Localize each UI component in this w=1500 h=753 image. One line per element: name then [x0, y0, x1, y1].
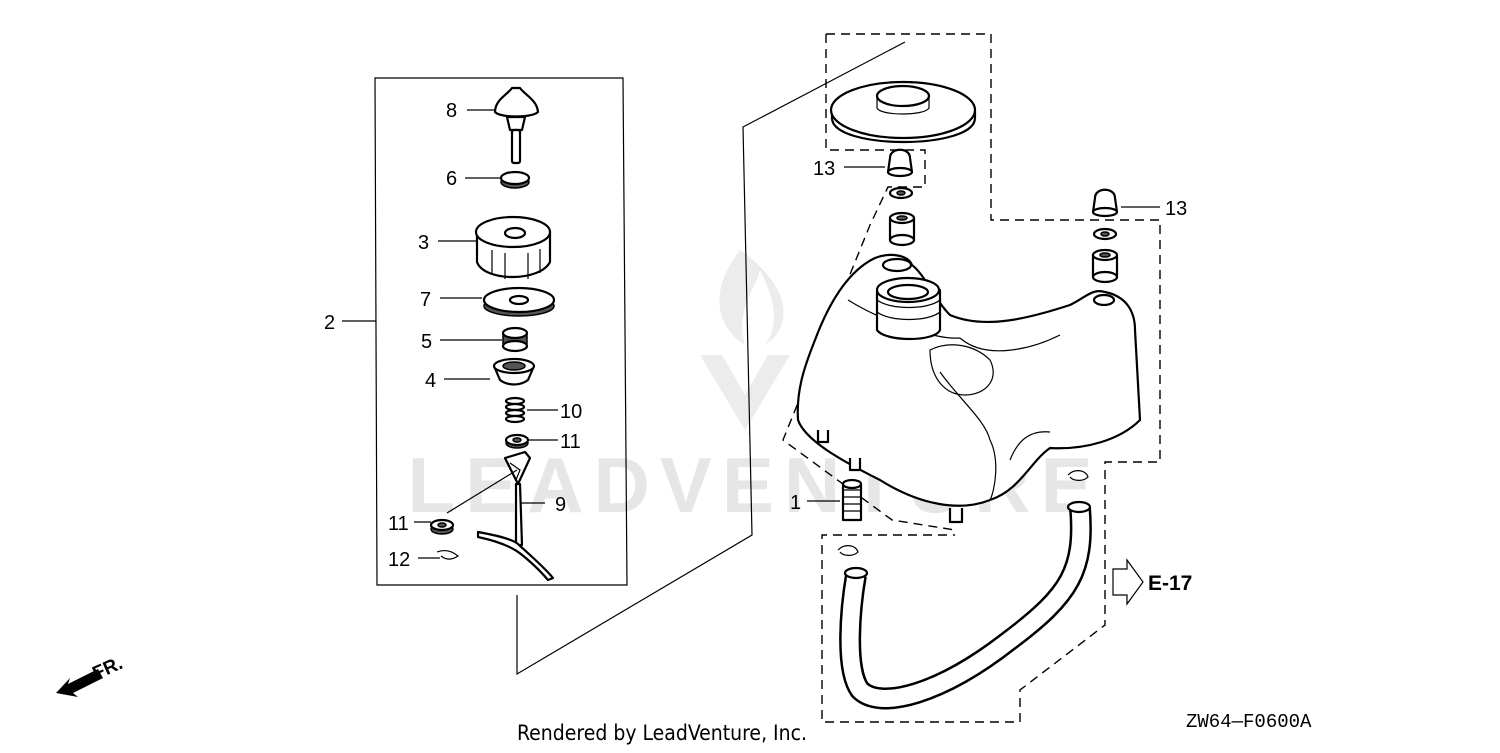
fuel-tank-part: [796, 253, 1142, 524]
washer-lower-part: [414, 518, 455, 535]
small-filter-part: [440, 326, 529, 353]
callout-labels: 8 6 3 7 2 5 4 10 11 9 11 12 13 13 1: [324, 100, 1187, 571]
assembly-bracket: [374, 77, 628, 586]
callout-3: 3: [418, 232, 429, 254]
callout-5: 5: [421, 331, 432, 353]
nut-grommet-left: [844, 148, 916, 247]
washer-upper-part: [504, 433, 558, 449]
callout-6: 6: [446, 168, 457, 190]
strainer-holder-part: [446, 450, 555, 582]
hose-clip-lower: [837, 545, 859, 556]
clip-part: [418, 550, 460, 560]
hose-clip-upper: [1067, 470, 1089, 481]
callout-11-upper: 11: [560, 431, 581, 453]
reference-arrow: E-17: [1112, 558, 1192, 606]
callout-9: 9: [555, 494, 566, 516]
callout-12: 12: [388, 549, 410, 571]
connector-line: [516, 41, 906, 676]
callout-13-right: 13: [1165, 198, 1187, 220]
callout-10: 10: [560, 401, 582, 423]
callout-13-left: 13: [813, 158, 835, 180]
spring-part: [504, 396, 558, 424]
callout-8: 8: [446, 100, 457, 122]
front-direction: FR.: [56, 653, 126, 697]
seal-cup-part: [444, 357, 536, 386]
direction-label: FR.: [89, 653, 126, 685]
callout-7: 7: [420, 289, 431, 311]
knob-part: [467, 86, 540, 165]
credit-text: Rendered by LeadVenture, Inc.: [517, 721, 807, 745]
strainer-part: [807, 478, 863, 522]
filter-disc-part: [440, 286, 556, 317]
dashed-group-right: [821, 33, 1161, 723]
reference-label: E-17: [1148, 572, 1192, 595]
washer-part: [465, 170, 531, 189]
fuel-hose-part: [839, 500, 1092, 710]
callout-1: 1: [790, 492, 801, 514]
callout-2: 2: [324, 312, 335, 334]
nut-grommet-right: [1091, 188, 1160, 284]
callout-11-lower: 11: [388, 513, 409, 535]
drawing-code: ZW64—F0600A: [1186, 711, 1312, 733]
fuel-cap-part: [438, 215, 552, 279]
callout-4: 4: [425, 370, 436, 392]
tank-plate-part: [829, 80, 977, 143]
